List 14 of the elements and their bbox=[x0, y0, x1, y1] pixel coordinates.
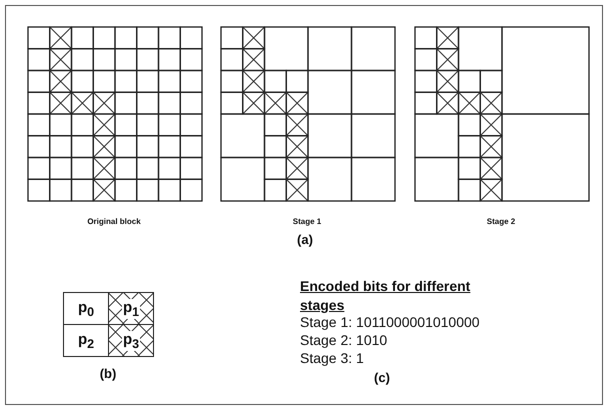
caption-text: Stage 3: 1 bbox=[300, 350, 364, 366]
heading: Encoded bits for different stages bbox=[300, 277, 472, 315]
caption-text: Stage 2 bbox=[486, 217, 516, 226]
caption-text: Original block bbox=[87, 217, 141, 226]
caption-text: (c) bbox=[374, 370, 390, 385]
caption-text: (a) bbox=[297, 232, 313, 247]
caption-text: (b) bbox=[100, 366, 116, 381]
caption-text: Stage 2: 1010 bbox=[300, 332, 388, 348]
pixel-cell: p$_{2}$ bbox=[63, 324, 109, 357]
caption-text: Stage 1 bbox=[292, 217, 322, 226]
pixel-cell: p$_{0}$ bbox=[63, 292, 109, 325]
caption-text: Stage 1: 1011000001010000 bbox=[300, 314, 480, 330]
hatched-pixel-cell: p$_{1}$ bbox=[108, 292, 154, 325]
hatched-pixel-cell: p$_{3}$ bbox=[108, 324, 154, 357]
